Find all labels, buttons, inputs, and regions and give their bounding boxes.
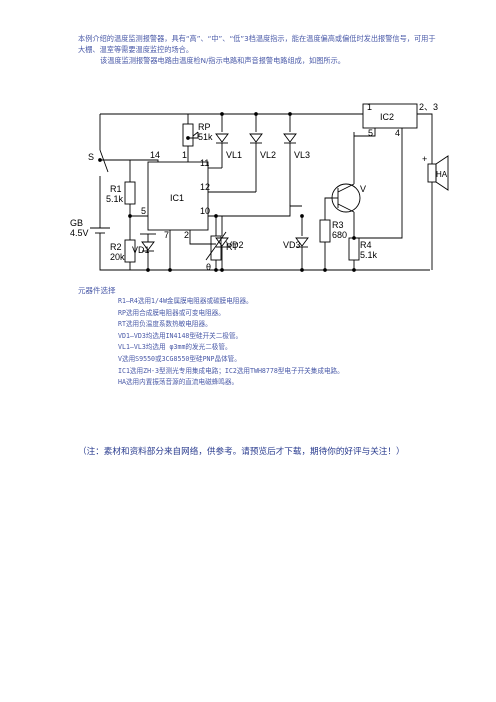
list-item: VD1—VD3均选用IN4148型硅开关二极管。 bbox=[118, 331, 243, 340]
label-ic2-pin-4: 4 bbox=[395, 128, 400, 138]
label-r2: R2 bbox=[110, 242, 122, 252]
label-s: S bbox=[88, 152, 94, 162]
label-r4: R4 bbox=[360, 240, 372, 250]
label-ha-plus: + bbox=[422, 154, 427, 164]
label-rp: RP bbox=[198, 122, 211, 132]
list-item: RT选用负温度系数热敏电阻器。 bbox=[118, 320, 212, 329]
label-pin-10: 10 bbox=[200, 206, 210, 216]
label-ic2-pin-5: 5 bbox=[368, 128, 373, 138]
label-rt: RT bbox=[226, 242, 238, 252]
label-ha: HA bbox=[436, 170, 448, 179]
label-vl2: VL2 bbox=[260, 150, 276, 160]
intro-line-2: 该温度监测报警器电路由温度检N/指示电路和声音报警电路组成，如图所示。 bbox=[100, 56, 345, 65]
label-r3: R3 bbox=[332, 220, 344, 230]
label-theta: θ bbox=[206, 262, 211, 272]
label-r2-value: 20k bbox=[110, 252, 125, 262]
footer-note: （注：素材和资料部分来自网络，供参考。请预览后才下载，期待你的好评与关注！） bbox=[78, 447, 405, 457]
label-r4-value: 5.1k bbox=[360, 250, 378, 260]
list-item: RP选用合成膜电阻器或可变电阻器。 bbox=[118, 308, 225, 317]
circuit-schematic: S GB 4.5V R1 5.1k R2 20k VD1 IC1 14 1 11… bbox=[70, 102, 449, 272]
label-pin-7: 7 bbox=[164, 230, 169, 240]
label-vd3: VD3 bbox=[283, 240, 301, 250]
label-vd2: VD2 bbox=[226, 240, 244, 250]
label-ic1: IC1 bbox=[170, 193, 184, 203]
label-gb-voltage: 4.5V bbox=[70, 228, 89, 238]
intro-line-1: 本例介绍的温度监测报警器，具有“高”、“中”、“低”3档温度指示，能在温度偏高或… bbox=[78, 34, 436, 54]
label-pin-14: 14 bbox=[150, 150, 160, 160]
label-pin-12: 12 bbox=[200, 182, 210, 192]
label-vl3: VL3 bbox=[294, 150, 310, 160]
label-gb: GB bbox=[70, 218, 83, 228]
label-ic2: IC2 bbox=[380, 112, 394, 122]
list-item: IC1选用ZH-3型测光专用集成电路；IC2选用TWH8778型电子开关集成电路… bbox=[118, 366, 344, 375]
label-r1: R1 bbox=[110, 184, 122, 194]
list-item: HA选用内置振荡音源的直流电磁蜂鸣器。 bbox=[118, 378, 239, 387]
intro-text: 本例介绍的温度监测报警器，具有“高”、“中”、“低”3档温度指示，能在温度偏高或… bbox=[78, 33, 438, 66]
label-r3-value: 680 bbox=[332, 230, 347, 240]
label-pin-1: 1 bbox=[182, 150, 187, 160]
list-item: R1—R4选用1/4W金属膜电阻器或碳膜电阻器。 bbox=[118, 297, 253, 305]
label-vl1: VL1 bbox=[226, 150, 242, 160]
list-item: V选用S9550或3CG8550型硅PNP晶体管。 bbox=[118, 354, 241, 363]
label-ic2-pin-1: 1 bbox=[367, 102, 372, 112]
label-v: V bbox=[360, 184, 366, 194]
parts-list: R1—R4选用1/4W金属膜电阻器或碳膜电阻器。 RP选用合成膜电阻器或可变电阻… bbox=[118, 296, 344, 389]
label-rp-value: 51k bbox=[198, 132, 213, 142]
label-pin-5: 5 bbox=[141, 206, 146, 216]
label-r1-value: 5.1k bbox=[106, 194, 124, 204]
section-title: 元器件选择 bbox=[78, 286, 116, 295]
label-vd1: VD1 bbox=[132, 245, 150, 255]
label-ic2-pin-2-3: 2、3 bbox=[419, 102, 438, 112]
label-pin-11: 11 bbox=[200, 158, 209, 168]
label-pin-2: 2 bbox=[184, 230, 189, 240]
list-item: VL1—VL3均选用 φ3mm的发光二极管。 bbox=[118, 343, 232, 352]
